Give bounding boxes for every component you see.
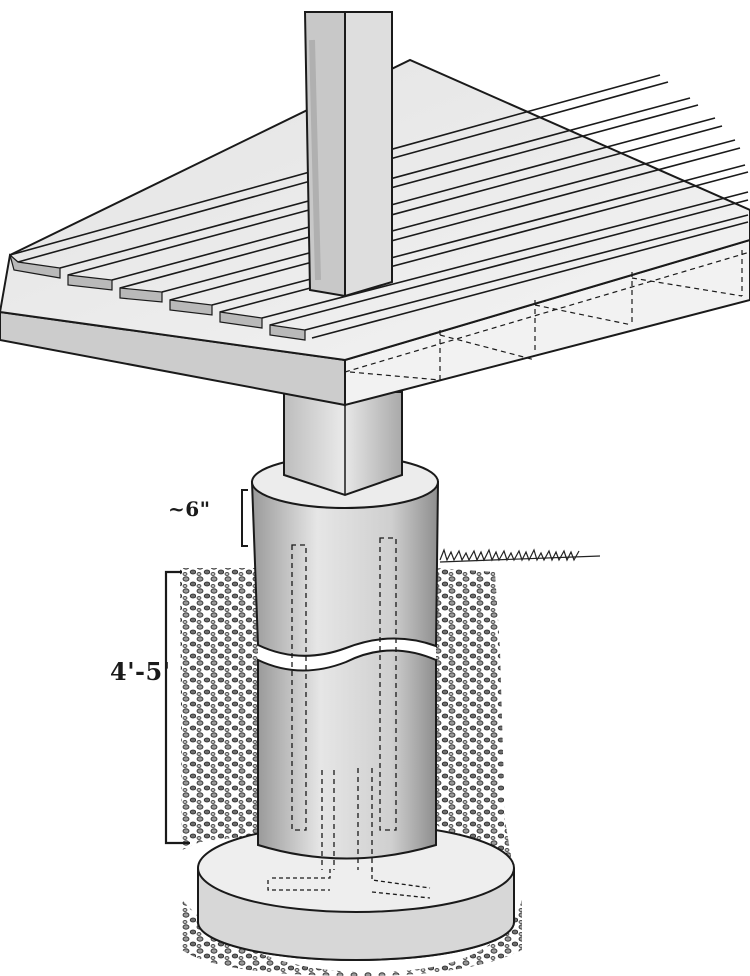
dimension-bracket-depth <box>164 570 190 845</box>
gravel-backfill <box>180 568 522 976</box>
dimension-bracket-6in <box>241 489 248 547</box>
dimension-label-above-grade: ~6" <box>168 497 211 521</box>
dimension-label-depth: 4'-5' <box>110 657 171 686</box>
upright-post <box>303 11 393 298</box>
grass-grade-line <box>439 548 601 563</box>
concrete-column <box>250 455 440 870</box>
wood-post <box>283 391 403 497</box>
